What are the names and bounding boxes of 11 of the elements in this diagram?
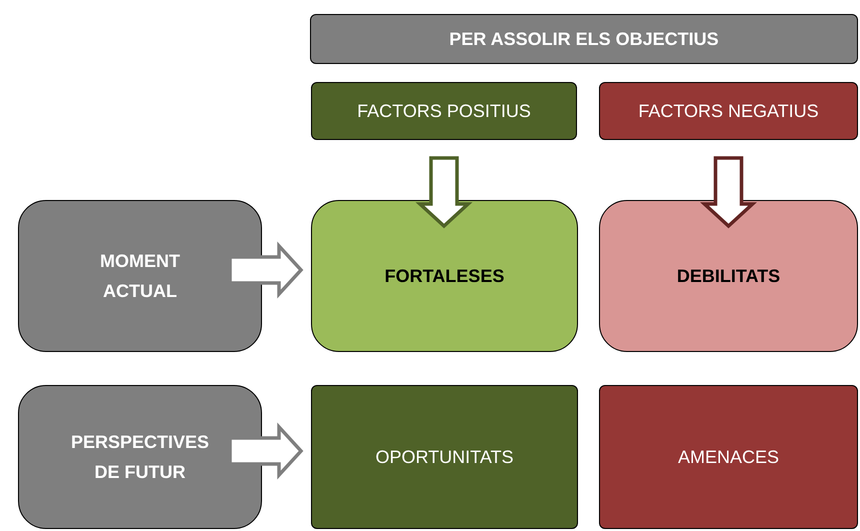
block-arrow [416,156,472,228]
block-arrow [700,156,757,228]
quadrant-box: FORTALESES [311,200,578,352]
quadrant-box: DEBILITATS [599,200,858,352]
category-box: OPORTUNITATS [311,385,578,529]
category-box: FACTORS POSITIUS [311,82,577,140]
category-box: AMENACES [599,385,858,529]
category-box: FACTORS NEGATIUS [599,82,858,140]
row-heading-box: PERSPECTIVES DE FUTUR [18,385,262,529]
row-heading-box: MOMENT ACTUAL [18,200,262,352]
header-box: PER ASSOLIR ELS OBJECTIUS [310,14,858,64]
